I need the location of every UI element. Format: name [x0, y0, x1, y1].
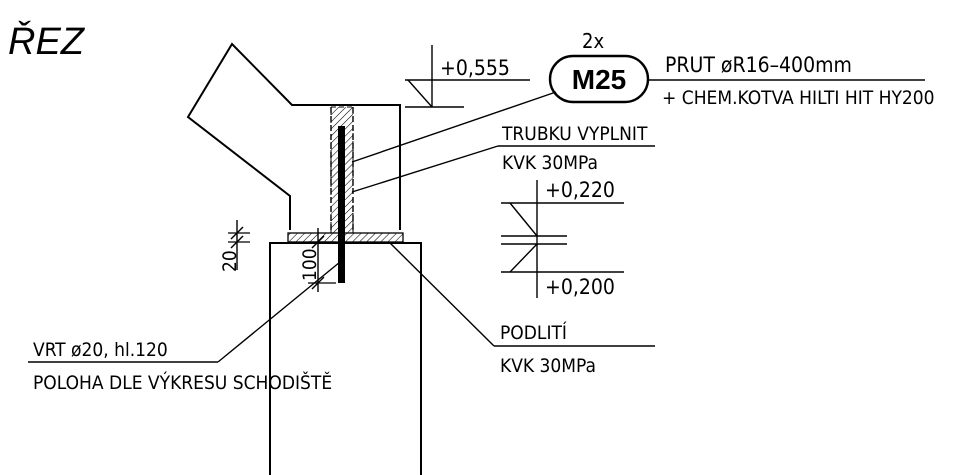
section-title: ŘEZ — [8, 20, 86, 63]
grout-line1: PODLITÍ — [500, 321, 567, 344]
elevation-low: +0,200 — [545, 275, 615, 299]
grout-line2: KVK 30MPa — [500, 355, 596, 377]
drill-line2: POLOHA DLE VÝKRESU SCHODIŠTĚ — [33, 370, 332, 394]
anchor-tag: M25 — [572, 64, 626, 95]
anchor-line1: PRUT øR16–400mm — [665, 53, 852, 77]
tube-line1: TRUBKU VYPLNIT — [501, 123, 648, 145]
anchor-line2: + CHEM.KOTVA HILTI HIT HY200 — [662, 87, 935, 109]
anchor-tag-bubble — [548, 54, 650, 104]
dim-grout: 20 — [219, 250, 241, 272]
column-outline — [269, 242, 422, 475]
dim-embed: 100 — [299, 248, 321, 281]
drill-line1: VRT ø20, hl.120 — [33, 339, 168, 361]
grout-bed — [287, 232, 404, 243]
elevation-top: +0,555 — [440, 56, 510, 80]
anchor-count: 2x — [582, 29, 604, 53]
tube-line2: KVK 30MPa — [502, 152, 598, 174]
anchor-bar — [338, 126, 345, 283]
elevation-mid: +0,220 — [545, 178, 615, 202]
stair-outline — [186, 42, 401, 230]
